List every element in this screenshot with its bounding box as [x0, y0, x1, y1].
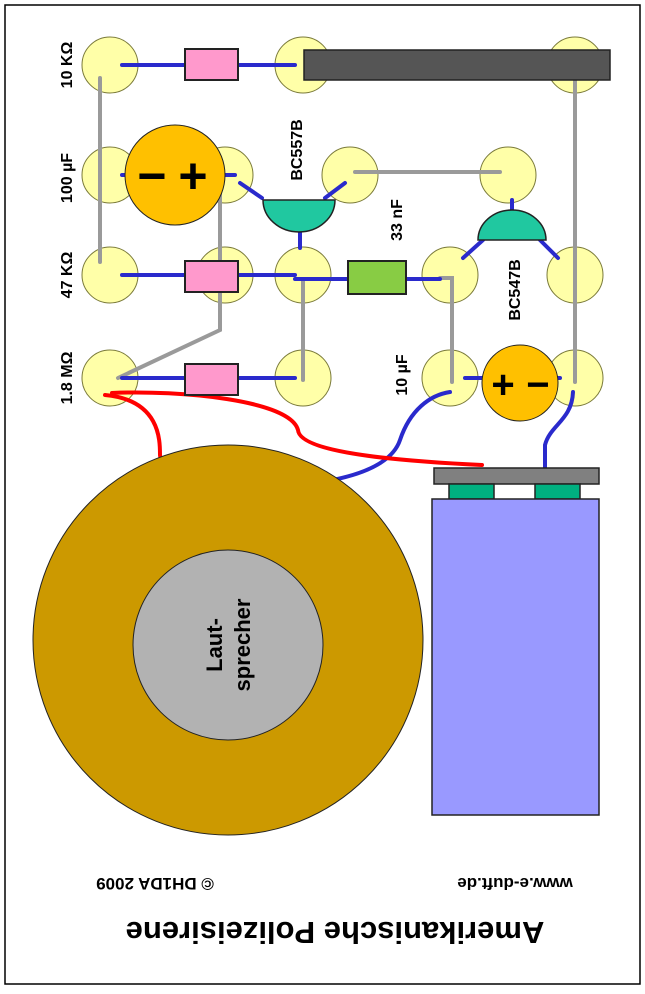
c10-plus-mark: +: [491, 363, 514, 407]
resistor-47k: [184, 260, 239, 293]
battery-body: [431, 498, 600, 816]
transistor-bc557b: [262, 199, 336, 233]
speaker-label-line2: sprecher: [230, 598, 255, 691]
c100-minus-mark: −: [137, 148, 166, 204]
wire-blue: [543, 390, 575, 470]
battery-terminal: [448, 483, 495, 500]
label-10uf: 10 µF: [394, 354, 411, 395]
wire-gray: [438, 276, 454, 384]
battery-cap: [433, 467, 600, 485]
label-1m8: 1.8 MΩ: [59, 351, 76, 404]
label-47k: 47 KΩ: [59, 252, 76, 299]
label-100uf: 100 µF: [59, 153, 76, 203]
speaker-label-line1: Laut-: [202, 618, 227, 672]
capacitor-100uf: [124, 124, 226, 226]
switch-bar: [303, 49, 611, 81]
wire-blue: [238, 181, 264, 200]
speaker-cone: [132, 549, 324, 741]
label-bc557b: BC557B: [289, 119, 306, 180]
wire-red: [110, 390, 484, 467]
capacitor-10uf: [481, 344, 559, 422]
wire-blue: [461, 238, 485, 260]
label-33nf: 33 nF: [389, 199, 406, 241]
c100-plus-mark: +: [178, 148, 207, 204]
copyright: © DH1DA 2009: [96, 874, 214, 893]
resistor-1m8: [184, 363, 239, 396]
website: www.e-duft.de: [457, 874, 574, 893]
battery-terminal: [534, 483, 581, 500]
wire-gray: [116, 183, 222, 380]
wire-blue: [538, 238, 560, 260]
gray-wires: [98, 76, 577, 384]
label-bc547b: BC547B: [507, 259, 524, 320]
title: Amerikanische Polizeisirene: [126, 915, 545, 950]
transistor-bc547b: [477, 209, 547, 241]
resistor-10k: [184, 48, 239, 81]
capacitor-33nf: [347, 260, 407, 295]
pad: [479, 146, 537, 204]
wire-blue: [323, 181, 347, 200]
label-10k: 10 KΩ: [59, 42, 76, 89]
c10-minus-mark: −: [526, 363, 549, 407]
